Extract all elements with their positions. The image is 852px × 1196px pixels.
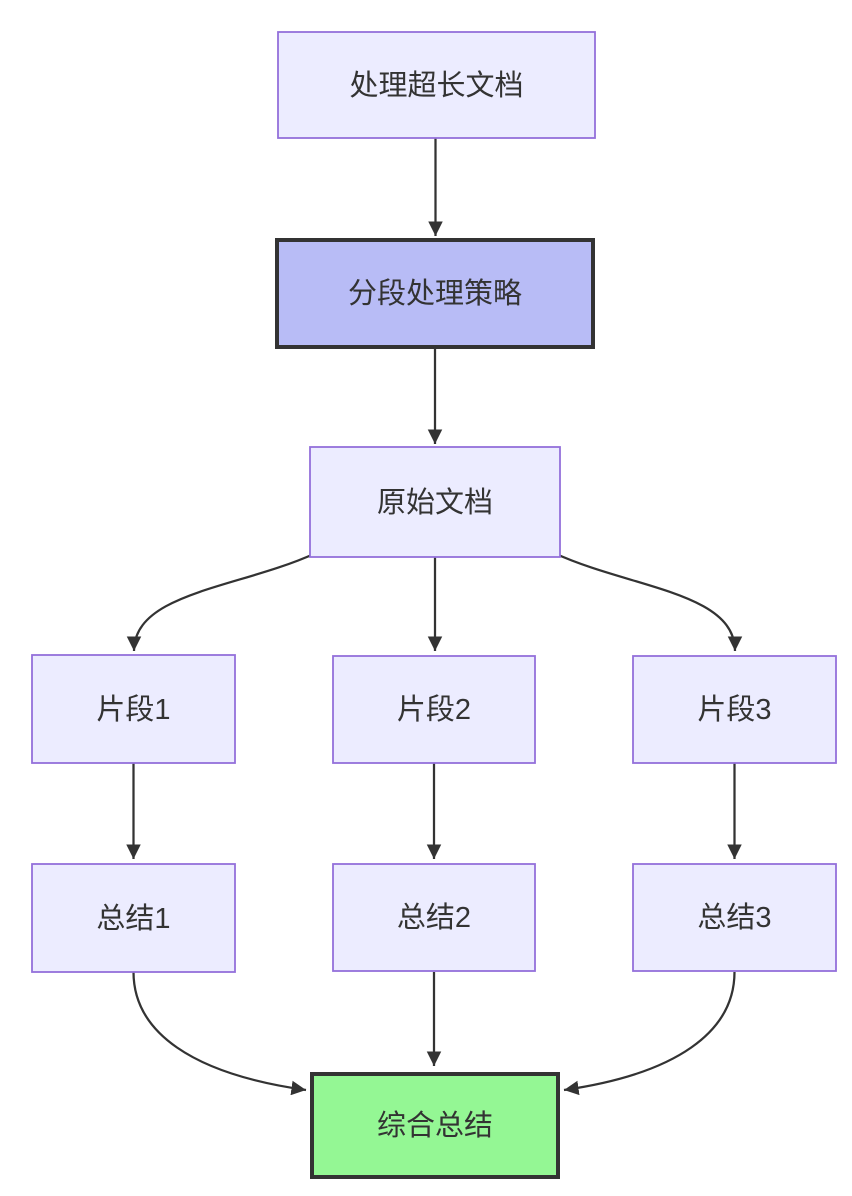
node-task-label: 处理超长文档 xyxy=(349,69,523,102)
node-strategy: 分段处理策略 xyxy=(275,238,595,349)
node-chunk-3-label: 片段3 xyxy=(697,693,771,726)
node-summary-2-label: 总结2 xyxy=(397,901,471,934)
node-summary-3-label: 总结3 xyxy=(697,901,771,934)
node-final-summary: 综合总结 xyxy=(310,1072,560,1179)
node-chunk-3: 片段3 xyxy=(632,655,837,764)
node-summary-2: 总结2 xyxy=(332,863,536,972)
node-chunk-1: 片段1 xyxy=(31,654,236,764)
node-task: 处理超长文档 xyxy=(277,31,596,139)
node-source: 原始文档 xyxy=(309,446,561,558)
edge-source-to-chunk1 xyxy=(126,551,317,652)
edge-summary1-to-final xyxy=(132,971,307,1096)
node-chunk-2: 片段2 xyxy=(332,655,536,764)
node-layer: 处理超长文档 分段处理策略 原始文档 片段1 片段2 片段3 xyxy=(31,31,837,1179)
node-strategy-label: 分段处理策略 xyxy=(348,277,522,310)
node-summary-1-label: 总结1 xyxy=(96,902,170,935)
node-summary-3: 总结3 xyxy=(632,863,837,972)
edge-source-to-chunk3 xyxy=(553,551,743,652)
edge-summary3-to-final xyxy=(563,971,736,1096)
node-summary-1: 总结1 xyxy=(31,863,236,973)
node-final-summary-label: 综合总结 xyxy=(377,1109,493,1142)
node-chunk-2-label: 片段2 xyxy=(397,693,471,726)
node-source-label: 原始文档 xyxy=(377,486,493,519)
edge-layer xyxy=(126,138,743,1096)
node-chunk-1-label: 片段1 xyxy=(96,693,170,726)
